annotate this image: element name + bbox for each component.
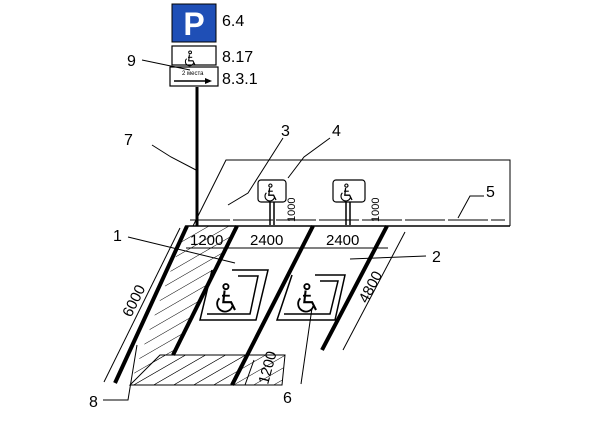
disabled-sign-8-17 xyxy=(171,45,217,66)
sign-code-6-4: 6.4 xyxy=(222,13,244,30)
parking-stalls xyxy=(113,225,389,386)
callout-1: 1 xyxy=(113,228,122,245)
callout-7: 7 xyxy=(124,132,133,149)
bay-marking-right xyxy=(275,274,346,321)
stall-line-right xyxy=(320,225,389,351)
dim-width-2400-b: 2400 xyxy=(326,232,359,249)
dimension-lines xyxy=(103,227,406,386)
post-sign-left xyxy=(257,179,287,225)
parking-sign-letter: P xyxy=(183,6,204,42)
bay-marking-left xyxy=(199,269,269,321)
arrow-head-icon xyxy=(205,78,212,84)
sign-code-8-3-1: 8.3.1 xyxy=(222,71,258,88)
callout-8: 8 xyxy=(89,394,98,411)
stall-line-middle-b xyxy=(230,225,315,386)
wheelchair-icon xyxy=(216,282,237,313)
post-height-label-b: 1000 xyxy=(370,198,382,222)
wheelchair-icon xyxy=(297,282,318,313)
sign-assembly: P 6.4 8.17 2 места 8.3.1 xyxy=(169,3,258,226)
callout-5: 5 xyxy=(486,184,495,201)
hatched-strip xyxy=(128,354,286,386)
callout-4: 4 xyxy=(332,123,341,140)
callout-leaders xyxy=(103,59,484,401)
callout-3: 3 xyxy=(281,123,290,140)
dim-width-1200: 1200 xyxy=(190,232,223,249)
sidewalk xyxy=(186,159,511,227)
callout-6: 6 xyxy=(283,390,292,407)
hatched-aisle xyxy=(130,226,250,385)
post-height-label-a: 1000 xyxy=(286,198,298,222)
dim-width-2400-a: 2400 xyxy=(250,232,283,249)
callout-2: 2 xyxy=(432,249,441,266)
stall-line-left xyxy=(113,225,189,384)
post-sign-right xyxy=(332,179,366,225)
parking-sign-6-4 xyxy=(171,3,217,43)
sign-code-8-17: 8.17 xyxy=(222,49,253,66)
places-sign-text: 2 места xyxy=(182,71,204,77)
callout-9: 9 xyxy=(127,53,136,70)
